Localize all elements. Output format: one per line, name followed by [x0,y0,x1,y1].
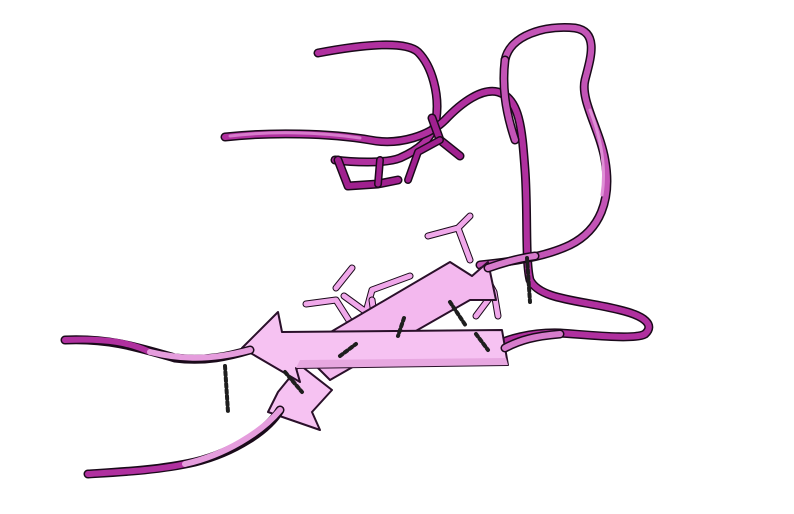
upper-coil [220,22,654,350]
lower-coils [60,251,565,479]
side-chains-upper [333,113,465,191]
hydrogen-bonds [223,256,532,414]
